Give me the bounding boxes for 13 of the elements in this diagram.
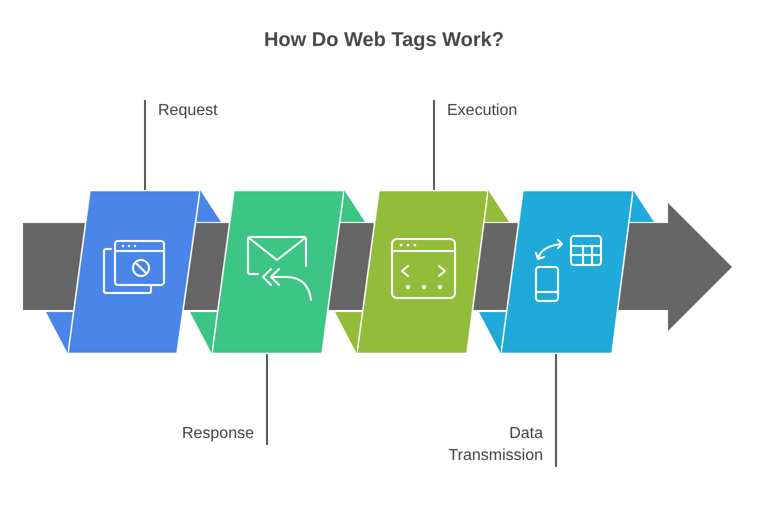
leader-line xyxy=(555,354,557,467)
leader-line xyxy=(433,100,435,190)
leader-line xyxy=(266,354,268,445)
step-panel xyxy=(357,190,488,354)
step-label: Request xyxy=(145,100,218,122)
step-panel xyxy=(212,190,344,354)
step-label: Execution xyxy=(434,100,518,122)
leader-line xyxy=(144,100,146,190)
step-label: Response xyxy=(182,423,267,445)
step-label: Data Transmission xyxy=(433,423,556,467)
diagram-title: How Do Web Tags Work? xyxy=(262,28,505,52)
step-panel xyxy=(501,190,633,354)
step-panel xyxy=(68,190,200,354)
